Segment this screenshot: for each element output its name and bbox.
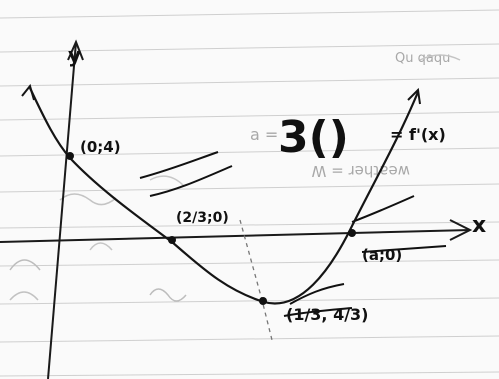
ruled-lines [0,9,499,377]
headline: 3() [278,112,349,163]
parabola-left-arrow-icon [21,83,35,101]
symmetry-line [239,219,273,341]
y-axis [47,41,77,379]
pen-strokes [139,151,447,317]
x-axis-arrow-icon [449,219,473,241]
y-axis-label: y [68,43,81,67]
x-axis-label: x [472,213,486,238]
x-axis [0,229,471,243]
headline-note: = f'(x) [390,125,446,144]
axes [0,39,473,379]
y-axis-arrow-icon [67,39,84,61]
point-root-right [348,229,356,237]
key-points [66,152,356,305]
parabola-right-arrow-icon [407,87,421,105]
label-vertex: (1/3, 4/3) [286,305,369,324]
point-y-intercept [66,152,74,160]
label-y-intercept: (0;4) [80,138,121,156]
showthrough-writing: weather = W a = Qu qaqu [9,51,461,302]
label-root-left: (2/3;0) [176,210,229,226]
showthrough-text-2: a = [250,125,278,144]
showthrough-text-1: weather = W [311,162,410,180]
point-vertex [259,297,267,305]
parabola-curve [29,87,420,305]
point-root-left [168,236,176,244]
